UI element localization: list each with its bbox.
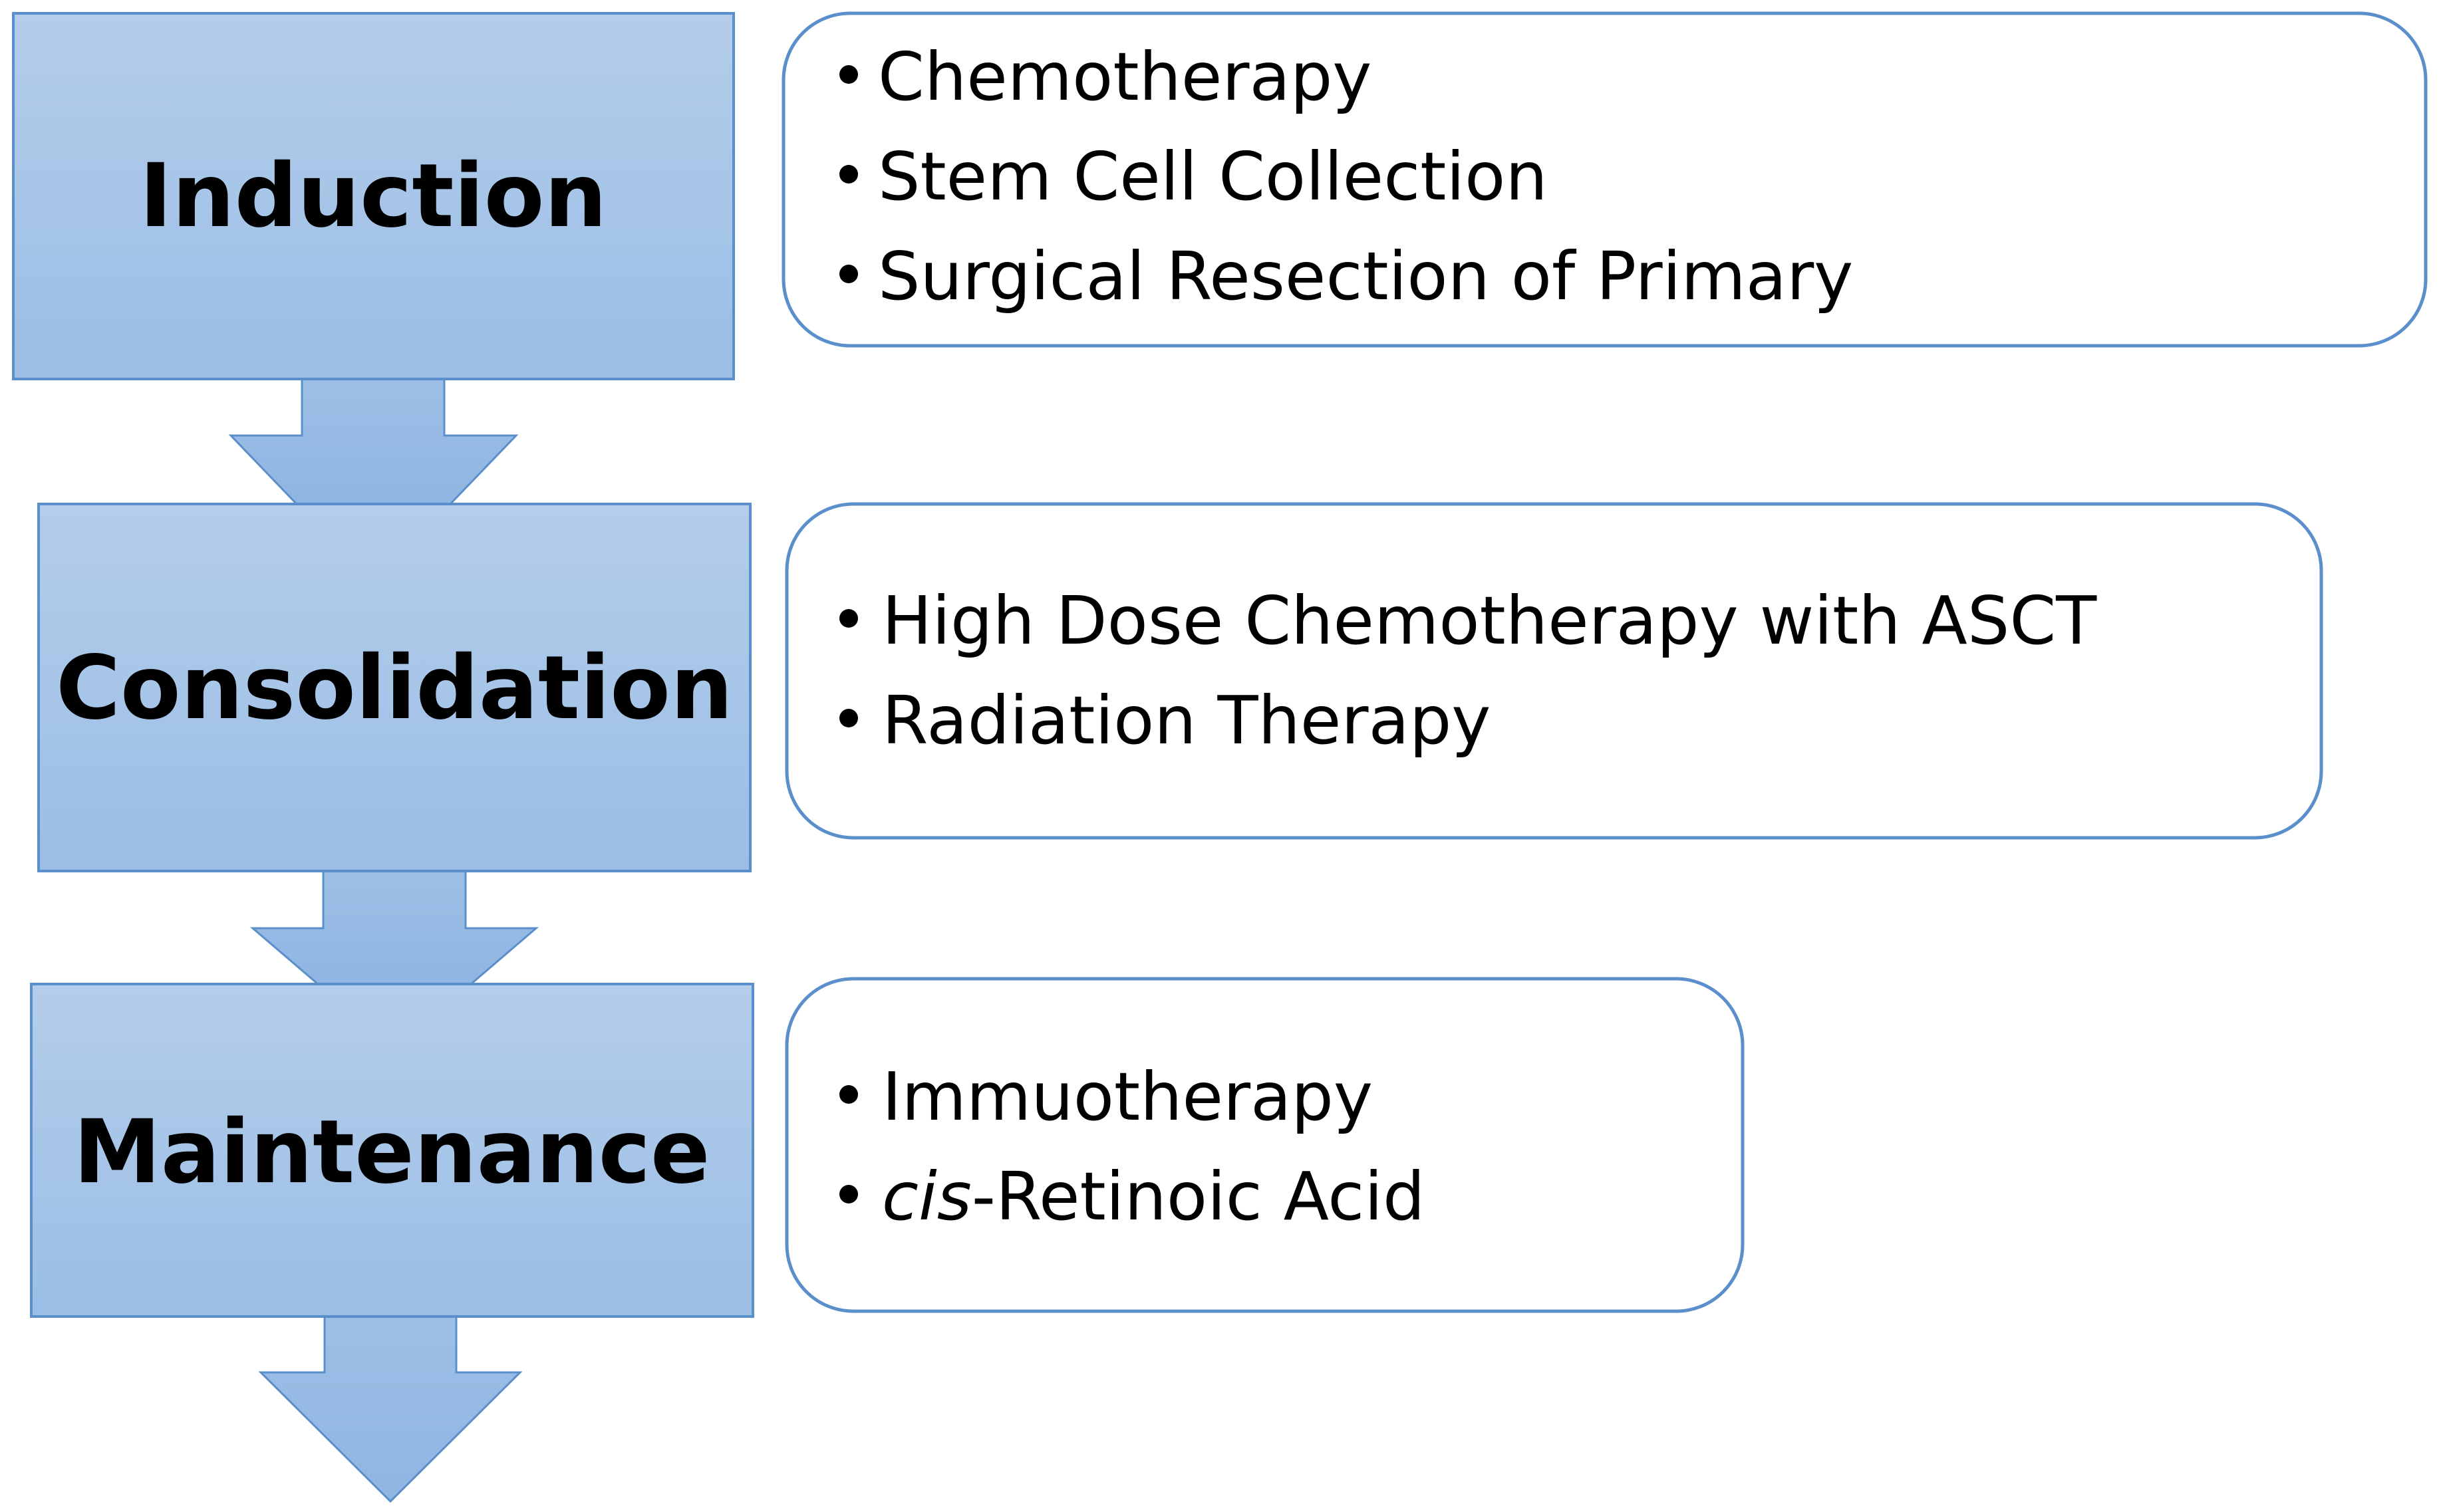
- bullet-icon: [839, 165, 858, 184]
- detail-maintenance: Immuotherapy cis-Retinoic Acid: [785, 977, 1745, 1313]
- flow-arrow-1: [228, 378, 519, 505]
- bullet-icon: [839, 1085, 858, 1104]
- item-text: Chemotherapy: [878, 38, 1371, 116]
- bullet-icon: [839, 65, 858, 84]
- flow-arrow-2: [249, 870, 539, 985]
- stage-label-consolidation: Consolidation: [56, 637, 733, 739]
- item-prefix-italic: cis: [882, 1158, 972, 1235]
- detail-consolidation: High Dose Chemotherapy with ASCT Radiati…: [785, 502, 2323, 840]
- stage-induction: Induction: [12, 12, 735, 380]
- item-text: Radiation Therapy: [882, 682, 1491, 759]
- stage-label-induction: Induction: [140, 145, 607, 247]
- stage-consolidation: Consolidation: [37, 503, 752, 872]
- list-item: Chemotherapy: [839, 38, 1371, 116]
- stage-box-induction: [12, 12, 735, 380]
- list-item: High Dose Chemotherapy with ASCT: [839, 582, 2097, 660]
- item-text: cis-Retinoic Acid: [882, 1158, 1425, 1235]
- list-item: Surgical Resection of Primary: [839, 237, 1853, 315]
- item-text-rest: -Retinoic Acid: [972, 1158, 1425, 1235]
- list-item: Stem Cell Collection: [839, 138, 1548, 215]
- detail-box-consolidation: [785, 502, 2323, 840]
- bullet-icon: [839, 1185, 858, 1203]
- bullet-icon: [839, 709, 858, 727]
- item-text: Surgical Resection of Primary: [878, 237, 1853, 315]
- detail-box-induction: [782, 11, 2428, 348]
- list-item: Immuotherapy: [839, 1058, 1373, 1136]
- detail-box-maintenance: [785, 977, 1745, 1313]
- bullet-icon: [839, 265, 858, 283]
- stage-label-maintenance: Maintenance: [73, 1101, 710, 1203]
- item-text: Immuotherapy: [882, 1058, 1373, 1136]
- stage-maintenance: Maintenance: [30, 983, 754, 1318]
- detail-induction: Chemotherapy Stem Cell Collection Surgic…: [782, 11, 2428, 348]
- item-text: Stem Cell Collection: [878, 138, 1548, 215]
- flow-arrow-3: [258, 1315, 523, 1503]
- bullet-icon: [839, 609, 858, 628]
- stage-box-maintenance: [30, 983, 754, 1318]
- list-item: Radiation Therapy: [839, 682, 1491, 759]
- item-text: High Dose Chemotherapy with ASCT: [882, 582, 2097, 660]
- stage-box-consolidation: [37, 503, 752, 872]
- list-item: cis-Retinoic Acid: [839, 1158, 1425, 1235]
